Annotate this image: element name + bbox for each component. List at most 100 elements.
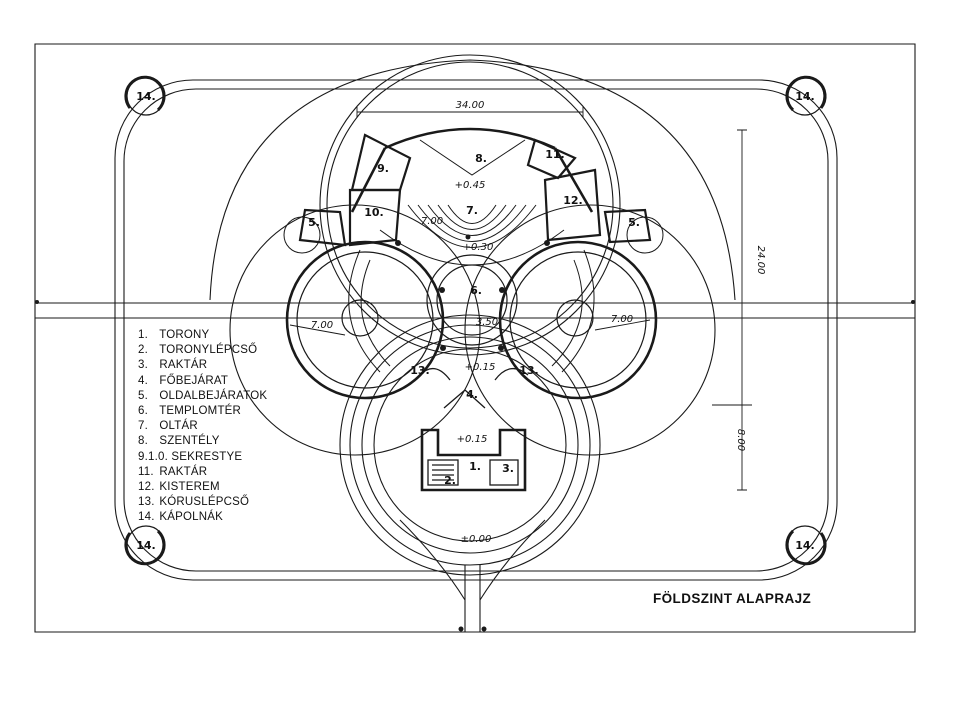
courtyard-outline <box>114 79 838 581</box>
room-label-9: 9. <box>377 162 389 175</box>
legend-label: KÓRUSLÉPCSŐ <box>159 496 250 509</box>
lobe-top <box>384 127 556 150</box>
outer-ring-top <box>319 54 621 356</box>
tower-wall <box>420 428 527 492</box>
room-label-2: 2. <box>444 474 456 487</box>
level-choir: +0.30 <box>463 242 494 253</box>
legend-label: TORONY <box>159 329 210 341</box>
legend-item: 14. KÁPOLNÁK <box>138 510 267 525</box>
legend-number: 7. <box>138 420 148 433</box>
site-path-top <box>35 302 915 319</box>
room-label-1: 1. <box>469 460 481 473</box>
outer-ring-bottom <box>339 314 601 576</box>
legend-item: 13. KÓRUSLÉPCSŐ <box>138 495 267 510</box>
chapel-label-br: 14. <box>795 539 815 552</box>
room-label-4: 4. <box>466 388 478 401</box>
room-label-7: 7. <box>466 204 478 217</box>
courtyard-inner <box>123 88 829 572</box>
nave-center <box>426 254 518 346</box>
legend-label: RAKTÁR <box>159 359 208 372</box>
legend-number: 12. <box>138 481 155 494</box>
room-label-13a: 13. <box>410 364 430 377</box>
level-entry: +0.15 <box>465 362 496 373</box>
chapel-label-bl: 14. <box>136 539 156 552</box>
legend-item: 7. OLTÁR <box>138 419 267 434</box>
legend-number: 4. <box>138 374 148 387</box>
tower-store <box>489 459 519 486</box>
dim-apse-span-label: 7.00 <box>421 216 443 227</box>
legend-item: 5. OLDALBEJÁRATOK <box>138 389 267 404</box>
legend-number: 14. <box>138 511 155 524</box>
legend-label: KÁPOLNÁK <box>159 511 224 524</box>
dim-right-span <box>594 319 651 331</box>
level-tower: +0.15 <box>457 434 488 445</box>
room-label-3: 3. <box>502 462 514 475</box>
chapel-label-tr: 14. <box>795 90 815 103</box>
outer-ring-bottom-4 <box>373 348 567 542</box>
room-legend: 1. TORONY 2. TORONYLÉPCSŐ 3. RAKTÁR 4. F… <box>138 328 267 526</box>
lobe-right <box>498 240 658 400</box>
dim-right <box>712 129 752 491</box>
room-label-5b: 5. <box>628 216 640 229</box>
room-10-wall <box>348 188 402 247</box>
dim-right-lower-label: 8.00 <box>735 429 746 451</box>
dim-right-span-label: 7.00 <box>611 314 633 325</box>
outer-ring-bottom-2 <box>349 324 591 566</box>
legend-item: 12. KISTEREM <box>138 480 267 495</box>
room-label-5a: 5. <box>308 216 320 229</box>
room-label-10: 10. <box>364 206 384 219</box>
dim-top-label: 34.00 <box>456 100 485 111</box>
legend-item: 2. TORONYLÉPCSŐ <box>138 343 267 358</box>
legend-label: TEMPLOMTÉR <box>159 405 242 418</box>
dim-left-span <box>289 324 346 336</box>
room-label-11: 11. <box>545 148 565 161</box>
legend-label: KISTEREM <box>159 481 220 494</box>
tower-stair <box>427 459 459 486</box>
legend-item: 4. FŐBEJÁRAT <box>138 374 267 389</box>
legend-number: 9.1.0. <box>138 450 168 463</box>
drawing-title: FÖLDSZINT ALAPRAJZ <box>653 591 812 606</box>
site-boundary <box>34 43 916 633</box>
outer-ring-bottom-3 <box>361 336 579 554</box>
legend-label: TORONYLÉPCSŐ <box>159 344 258 357</box>
legend-item: 9.1.0. SEKRESTYE <box>138 450 267 465</box>
room-5-right <box>603 208 652 244</box>
legend-item: 11. RAKTÁR <box>138 465 267 480</box>
legend-label: SZENTÉLY <box>159 435 220 448</box>
legend-number: 2. <box>138 344 148 357</box>
entrance-funnel <box>399 519 546 601</box>
dim-right-label: 24.00 <box>755 246 766 275</box>
chapel-label-tl: 14. <box>136 90 156 103</box>
legend-number: 8. <box>138 435 148 448</box>
room-12-wall <box>543 168 602 242</box>
site-path-vertical <box>464 565 481 632</box>
room-label-8: 8. <box>475 152 487 165</box>
nave-wall-left <box>350 147 594 213</box>
room-label-13b: 13. <box>519 364 539 377</box>
legend-item: 8. SZENTÉLY <box>138 434 267 449</box>
level-outside: ±0.00 <box>461 534 492 545</box>
outer-arc-top-wide <box>209 59 736 301</box>
legend-number: 5. <box>138 389 148 402</box>
legend-number: 1. <box>138 329 148 341</box>
level-altar: +0.45 <box>455 180 486 191</box>
legend-item: 1. TORONY <box>138 328 267 343</box>
room-label-6: 6. <box>470 284 482 297</box>
room-label-12: 12. <box>563 194 583 207</box>
legend-label: FŐBEJÁRAT <box>159 374 229 387</box>
dim-top <box>356 107 584 117</box>
legend-label: RAKTÁR <box>159 465 208 478</box>
legend-number: 3. <box>138 359 148 372</box>
legend-number: 6. <box>138 405 148 418</box>
legend-item: 6. TEMPLOMTÉR <box>138 404 267 419</box>
legend-label: OLTÁR <box>159 420 198 433</box>
legend-item: 3. RAKTÁR <box>138 358 267 373</box>
legend-label: OLDALBEJÁRATOK <box>159 389 268 402</box>
room-5-left <box>298 208 347 247</box>
outer-ring-top-2 <box>326 61 614 349</box>
legend-number: 13. <box>138 496 155 509</box>
dim-left-span-label: 7.00 <box>311 320 333 331</box>
legend-number: 11. <box>138 465 154 478</box>
legend-label: SEKRESTYE <box>171 450 243 463</box>
